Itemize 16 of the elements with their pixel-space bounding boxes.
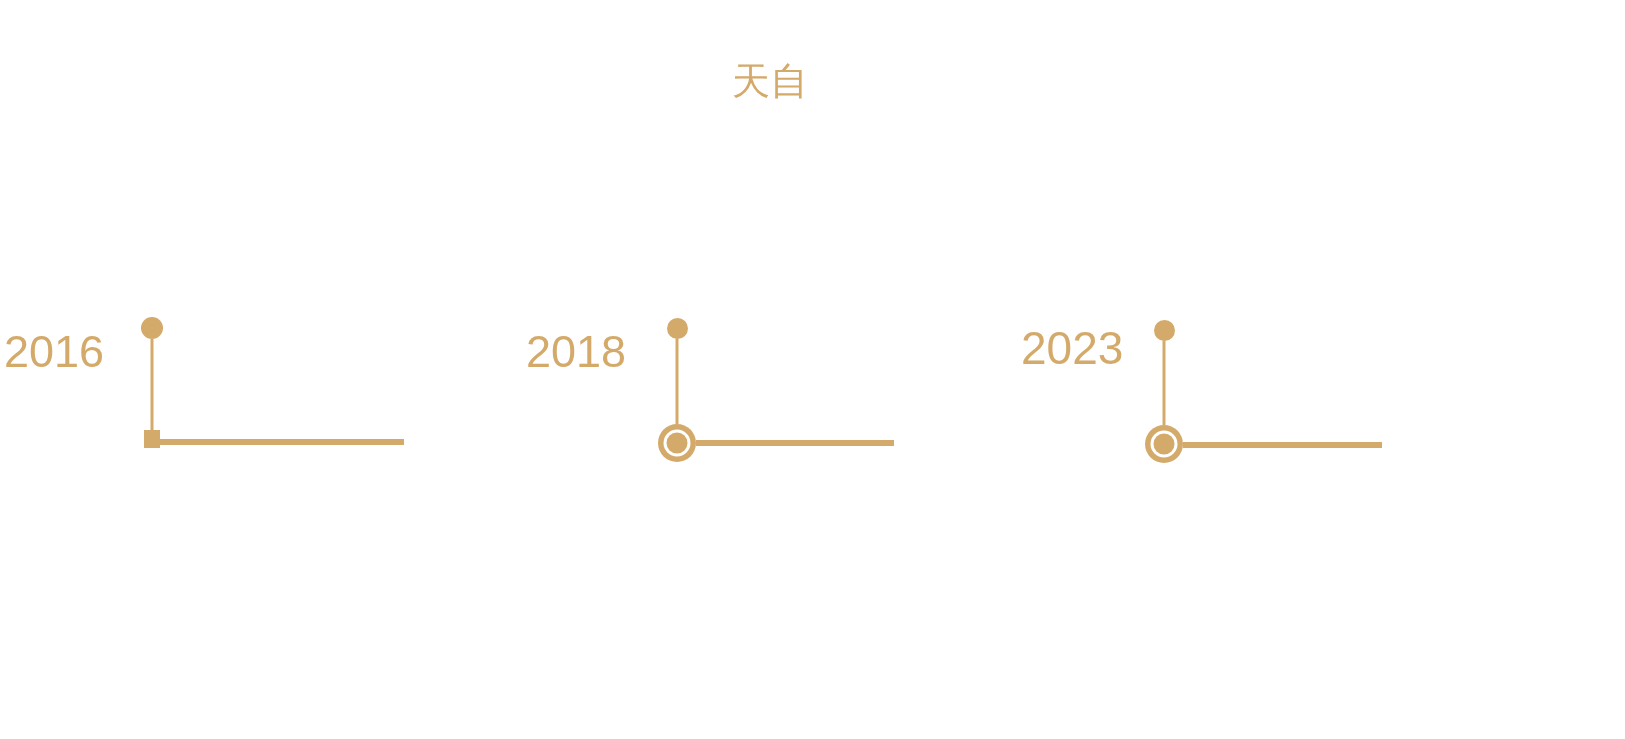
square-marker: [144, 430, 160, 448]
timeline-line: [1183, 442, 1382, 448]
year-label: 2023: [1021, 325, 1124, 371]
timeline-line: [696, 440, 894, 446]
timeline-dot: [666, 317, 688, 339]
stem-line: [675, 338, 679, 424]
timeline-dot: [1153, 319, 1175, 341]
year-label: 2016: [4, 329, 105, 374]
ring-marker: [1145, 425, 1183, 463]
timeline-dot: [141, 317, 163, 339]
stem-line: [1162, 340, 1166, 425]
ring-marker: [658, 424, 696, 462]
stem-line: [150, 339, 154, 430]
timeline-line: [160, 439, 404, 445]
year-label: 2018: [526, 329, 627, 374]
title: 天自: [732, 62, 808, 100]
